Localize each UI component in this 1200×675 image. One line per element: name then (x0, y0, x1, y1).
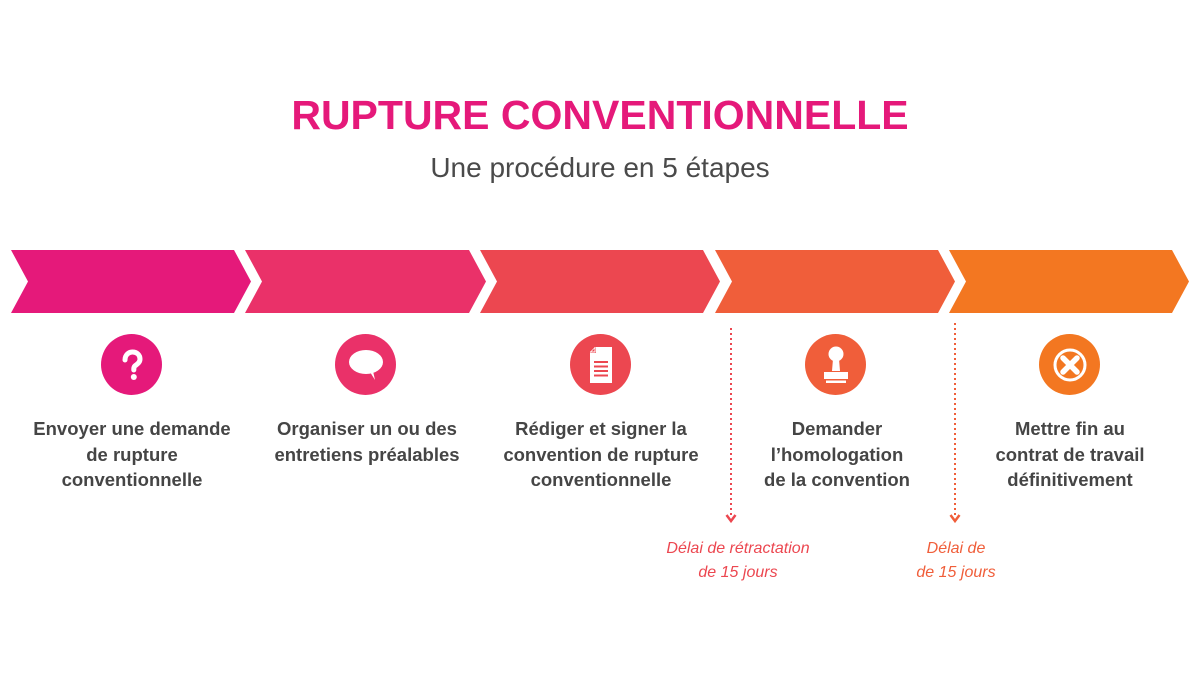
question-icon (122, 348, 143, 380)
chevron-step-5 (949, 250, 1189, 313)
chevron-step-3 (480, 250, 720, 313)
step-3-label-line: Rédiger et signer la (515, 418, 687, 439)
delay-1-text-line: Délai de rétractation (666, 540, 810, 557)
page-subtitle: Une procédure en 5 étapes (430, 152, 770, 183)
cancel-circle-icon (1053, 348, 1086, 381)
step-5-label-line: Mettre fin au (1015, 418, 1125, 439)
stamp-icon (823, 346, 848, 383)
page-title: RUPTURE CONVENTIONNELLE (291, 92, 909, 138)
step-4-label: Demander l’homologation de la convention (722, 416, 952, 493)
chevron-step-1 (11, 250, 251, 313)
delay-1-text: Délai de rétractation de 15 jours (628, 537, 848, 585)
step-4-label-line: Demander (791, 418, 883, 439)
step-1-label-line: conventionnelle (61, 469, 203, 490)
speech-bubble-icon (348, 349, 383, 380)
chevron-step-2 (245, 250, 486, 313)
step-3-label-line: conventionnelle (530, 469, 672, 490)
document-icon (589, 346, 612, 383)
delay-1-dotted-arrow (725, 328, 737, 524)
step-5-icon-circle (1039, 334, 1100, 395)
step-1-label-line: de rupture (86, 443, 178, 465)
step-5-label: Mettre fin au contrat de travail définit… (955, 416, 1185, 493)
step-1-label-line: Envoyer une demande (33, 418, 231, 439)
delay-2-text-line: de 15 jours (916, 564, 996, 581)
step-2-label-line: entretiens préalables (274, 443, 460, 465)
step-5-label-line: contrat de travail (995, 443, 1145, 465)
step-3-label: Rédiger et signer la convention de ruptu… (486, 416, 716, 493)
step-1-label: Envoyer une demande de rupture conventio… (17, 416, 247, 493)
delay-2-dotted-arrow (949, 323, 961, 524)
step-2-label-line: Organiser un ou des (277, 418, 457, 439)
step-3-label-line: convention de rupture (503, 443, 699, 465)
step-4-label-line: l’homologation (770, 443, 904, 465)
delay-2-text-line: Délai de (926, 540, 986, 557)
step-2-icon-circle (335, 334, 396, 395)
step-1-icon-circle (101, 334, 162, 395)
delay-1-text-line: de 15 jours (698, 564, 778, 581)
step-2-label: Organiser un ou des entretiens préalable… (252, 416, 482, 467)
step-4-label-line: de la convention (764, 469, 910, 490)
chevron-step-4 (715, 250, 955, 313)
delay-2-text: Délai de de 15 jours (846, 537, 1066, 585)
step-5-label-line: définitivement (1007, 469, 1133, 490)
step-3-icon-circle (570, 334, 631, 395)
step-4-icon-circle (805, 334, 866, 395)
